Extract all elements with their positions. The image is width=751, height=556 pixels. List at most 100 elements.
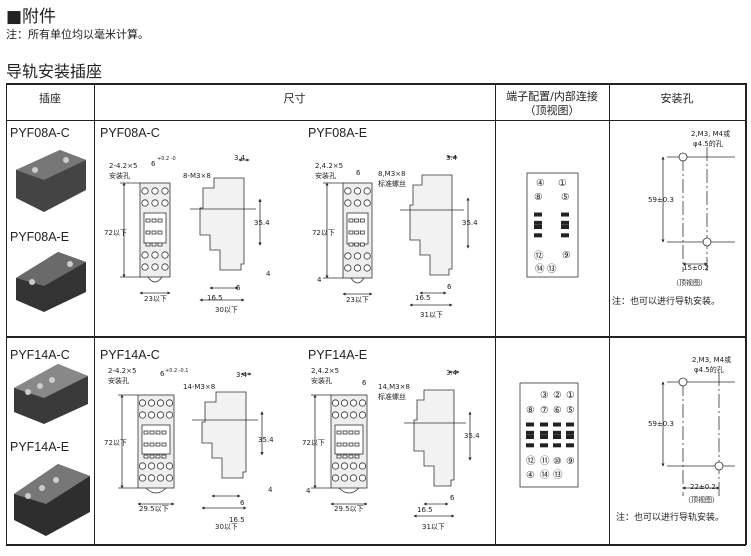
terminal-screw: [358, 474, 367, 482]
dim-label: 31以下: [422, 523, 445, 531]
terminal-number: ⑤: [566, 405, 575, 416]
pin-slot: [157, 230, 163, 235]
coil-contact: [566, 422, 574, 427]
dim-label: 6: [236, 284, 241, 292]
dim-label: 72以下: [104, 439, 127, 447]
pin-slot: [145, 230, 151, 235]
din-clip: [147, 276, 163, 283]
pin-slot: [143, 442, 149, 447]
coil-contact: [553, 443, 561, 448]
terminal-diagram-frame: [526, 172, 579, 278]
terminal-screw: [165, 462, 174, 470]
terminal-number: ⑧: [534, 192, 543, 203]
dim-label: +0.2 -0.1: [165, 368, 189, 374]
socket-side-outline: [409, 174, 453, 276]
page-title: ■附件: [6, 7, 57, 27]
dim-label: 30以下: [215, 306, 238, 314]
coil-contact: [553, 435, 561, 439]
dim-label: 6: [450, 494, 455, 502]
dim-label: 35.4: [464, 432, 480, 440]
coil-contact: [526, 435, 534, 439]
dim-label: 2-4.2×5: [108, 367, 136, 375]
pin-slot: [143, 430, 149, 435]
terminal-screw: [147, 399, 156, 407]
dim-label: 16.5: [229, 516, 245, 524]
terminal-screw: [344, 264, 352, 272]
terminal-screw: [340, 462, 349, 470]
coil-contact: [561, 212, 569, 217]
dim-label: 6: [362, 379, 367, 387]
terminal-number: ⑭: [535, 264, 545, 275]
pin-slot: [359, 218, 365, 223]
pin-slot: [336, 430, 342, 435]
pin-slot: [149, 430, 155, 435]
dim-label: 29.5以下: [139, 505, 169, 513]
pin-slot: [157, 218, 163, 223]
pin-slot: [145, 242, 151, 247]
terminal-screw: [349, 474, 358, 482]
dim-label: 4: [317, 276, 322, 284]
mount-hole: [714, 461, 724, 471]
dim-label: 30以下: [215, 523, 238, 531]
relay-opening: [334, 424, 364, 455]
coil-contact: [561, 233, 569, 238]
col-line: [6, 83, 7, 545]
coil-contact: [566, 430, 574, 435]
pin-slot: [155, 430, 161, 435]
dim-label: 2-4.2×5: [109, 162, 137, 170]
terminal-screw: [161, 199, 169, 207]
socket-model: PYF08A-C: [10, 126, 70, 140]
terminal-screw: [161, 251, 169, 259]
dim-label: +0.2 -0: [157, 156, 176, 162]
terminal-screw: [141, 251, 149, 259]
coil-contact: [534, 212, 542, 217]
pin-slot: [348, 242, 354, 247]
terminal-screw: [353, 264, 362, 272]
terminal-screw: [156, 462, 165, 470]
mount-label: 15±0.2: [683, 264, 709, 272]
dim-label: 4: [268, 486, 273, 494]
terminal-screw: [147, 411, 156, 419]
pin-slot: [348, 230, 354, 235]
pin-slot: [342, 430, 348, 435]
pin-slot: [157, 242, 163, 247]
coil-contact: [566, 443, 574, 448]
row-divider: [6, 336, 746, 338]
terminal-number: ⑪: [540, 456, 550, 467]
dim-label: 3.4: [446, 369, 458, 377]
pin-slot: [359, 242, 365, 247]
dim-label: 2,4.2×5: [315, 162, 343, 170]
pin-slot: [151, 218, 157, 223]
col-line: [495, 83, 496, 545]
socket-model: PYF14A-E: [10, 440, 70, 454]
terminal-screw: [151, 187, 159, 195]
terminal-screw: [363, 199, 371, 207]
terminal-numbers: ④ ① ⑧ ⑤ ⑫ ⑨ ⑭ ⑬ ③ ② ① ⑧ ⑦ ⑥ ⑤ ⑫ ⑪ ⑩ ⑨ ④ …: [526, 178, 575, 481]
terminal-screw: [138, 474, 147, 482]
dim-label: 6: [151, 160, 156, 168]
mount-label: 2,M3, M4或: [692, 355, 731, 364]
terminal-screw: [358, 399, 367, 407]
dim-label: 8,M3×8: [378, 170, 406, 178]
coil-contact: [534, 225, 542, 229]
terminal-number: ⑨: [562, 250, 571, 261]
drawing-title: PYF14A-C: [100, 348, 160, 362]
socket-photo-pyf14a-e: [14, 464, 90, 536]
mount-label: （顶视图）: [684, 495, 719, 504]
relay-opening: [141, 424, 171, 455]
pin-slot: [161, 442, 167, 447]
col-line: [745, 83, 747, 545]
terminal-screw: [165, 399, 174, 407]
dim-label: 16.5: [415, 294, 431, 302]
terminal-screw: [151, 199, 159, 207]
terminal-number: ①: [558, 178, 567, 189]
dim-label: 6: [356, 169, 361, 177]
socket-side-outline: [199, 177, 245, 271]
terminal-screw: [161, 187, 169, 195]
dim-label: 3.4: [236, 371, 248, 379]
terminal-number: ③: [540, 390, 549, 401]
terminal-screw: [340, 474, 349, 482]
terminal-screw: [353, 187, 362, 195]
terminal-screw: [165, 411, 174, 419]
terminal-screw: [340, 399, 349, 407]
